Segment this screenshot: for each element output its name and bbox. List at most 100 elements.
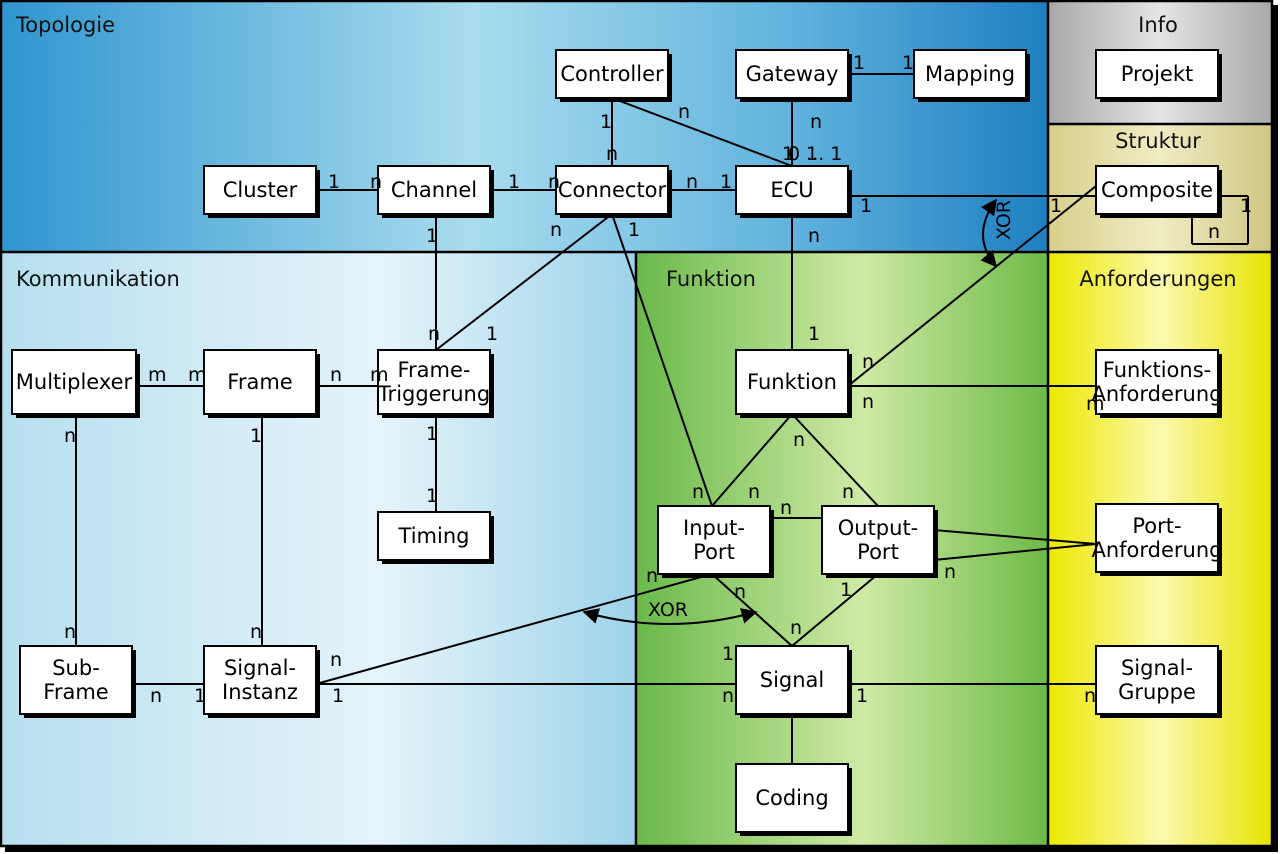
entity-box (1095, 645, 1219, 715)
entity-label: Channel (391, 178, 477, 202)
entity-box (11, 349, 137, 415)
multiplicity-label: 1 (856, 685, 868, 707)
entity-box (913, 49, 1027, 99)
entity-box (203, 645, 317, 715)
entity-box (1095, 49, 1219, 99)
entity-box (203, 349, 317, 415)
entity-mapping[interactable]: Mapping (913, 49, 1030, 102)
entity-composite[interactable]: Composite (1095, 165, 1222, 218)
multiplicity-label: n (748, 481, 760, 503)
multiplicity-label: n (1084, 685, 1096, 707)
relationship-line (315, 573, 713, 685)
entity-funktion[interactable]: Funktion (735, 349, 852, 418)
multiplicity-label: 1 (426, 485, 438, 507)
entity-frame[interactable]: Frame (203, 349, 320, 418)
multiplicity-label: 1 (600, 111, 612, 133)
relationship-line (791, 413, 879, 507)
entity-box (555, 49, 669, 99)
entity-box (555, 165, 669, 215)
entity-multiplexer[interactable]: Multiplexer (11, 349, 140, 418)
entity-controller[interactable]: Controller (555, 49, 672, 102)
region-title-funktion: Funktion (666, 267, 756, 291)
multiplicity-label: n (686, 171, 698, 193)
entity-ecu[interactable]: ECU (735, 165, 852, 218)
multiplicity-label: m (188, 364, 207, 386)
entity-signal[interactable]: Signal (735, 645, 852, 718)
entity-sub-frame[interactable]: Sub-Frame (19, 645, 136, 718)
entity-port-anforderung[interactable]: Port-Anforderung (1091, 503, 1223, 576)
multiplicity-label: n (64, 621, 76, 643)
entity-box (203, 165, 317, 215)
entity-coding[interactable]: Coding (735, 763, 852, 836)
multiplicity-label: 1 (902, 52, 914, 74)
entity-label: Connector (558, 178, 667, 202)
multiplicity-label: m (370, 364, 389, 386)
entity-label: Anforderung (1091, 538, 1222, 562)
multiplicity-label: 1 (250, 425, 262, 447)
entity-label: Sub- (52, 656, 100, 680)
entity-box (657, 505, 771, 575)
multiplicity-label: 1 (628, 219, 640, 241)
region-topologie (0, 0, 1048, 252)
entity-signal-gruppe[interactable]: Signal-Gruppe (1095, 645, 1222, 718)
multiplicity-label: 1 (508, 171, 520, 193)
multiplicity-label: n (1208, 221, 1220, 243)
multiplicity-label: n (646, 565, 658, 587)
xor-label: XOR (993, 200, 1015, 240)
entity-frame-triggerung[interactable]: Frame-Triggerung (377, 349, 494, 418)
multiplicity-label: 1 (328, 171, 340, 193)
entity-box (735, 763, 849, 833)
xor-label: XOR (648, 599, 688, 621)
entity-box (377, 511, 491, 561)
multiplicity-label: 1 (426, 423, 438, 445)
multiplicity-label: 1 (806, 143, 818, 165)
entity-label: Signal (760, 668, 825, 692)
xor-arc (980, 198, 998, 268)
region-title-topologie: Topologie (15, 13, 115, 37)
multiplicity-label: 1 (426, 225, 438, 247)
entity-funktions-anforderung[interactable]: Funktions-Anforderung (1091, 349, 1223, 418)
entity-cluster[interactable]: Cluster (203, 165, 320, 218)
entity-input-port[interactable]: Input-Port (657, 505, 774, 578)
entity-label: Funktions- (1103, 358, 1211, 382)
multiplicity-label: n (150, 685, 162, 707)
entity-connector[interactable]: Connector (555, 165, 672, 218)
multiplicity-label: 1 (486, 323, 498, 345)
entity-label: Instanz (222, 680, 298, 704)
entity-channel[interactable]: Channel (377, 165, 494, 218)
multiplicity-label: 1 (332, 685, 344, 707)
entity-label: Output- (838, 516, 919, 540)
entity-projekt[interactable]: Projekt (1095, 49, 1222, 102)
entity-box (1095, 349, 1219, 415)
xor-arc (582, 608, 758, 625)
region-kommunikation (0, 252, 636, 846)
entity-label: Port (857, 540, 899, 564)
entity-signal-instanz[interactable]: Signal-Instanz (203, 645, 320, 718)
multiplicity-label: 1 (782, 143, 794, 165)
multiplicity-label: 1 (853, 52, 865, 74)
entity-timing[interactable]: Timing (377, 511, 494, 564)
entity-label: Timing (398, 524, 470, 548)
entity-gateway[interactable]: Gateway (735, 49, 852, 102)
entity-label: Coding (755, 786, 828, 810)
entity-box (377, 349, 491, 415)
multiplicity-label: n (808, 225, 820, 247)
entity-label: Frame- (397, 358, 470, 382)
relationship-line (791, 573, 879, 647)
entity-box (821, 505, 935, 575)
entity-box (735, 49, 849, 99)
entity-label: Port (693, 540, 735, 564)
entity-label: Port- (1132, 514, 1181, 538)
entity-box (735, 349, 849, 415)
multiplicity-label: n (810, 111, 822, 133)
multiplicity-label: 1 (722, 643, 734, 665)
multiplicity-label: 1 (194, 685, 206, 707)
entity-output-port[interactable]: Output-Port (821, 505, 938, 578)
entity-box (1095, 165, 1219, 215)
multiplicity-label: 0 ... 1 (788, 143, 842, 165)
multiplicity-label: n (734, 581, 746, 603)
multiplicity-label: n (330, 649, 342, 671)
multiplicity-label: n (330, 364, 342, 386)
multiplicity-label: n (370, 171, 382, 193)
